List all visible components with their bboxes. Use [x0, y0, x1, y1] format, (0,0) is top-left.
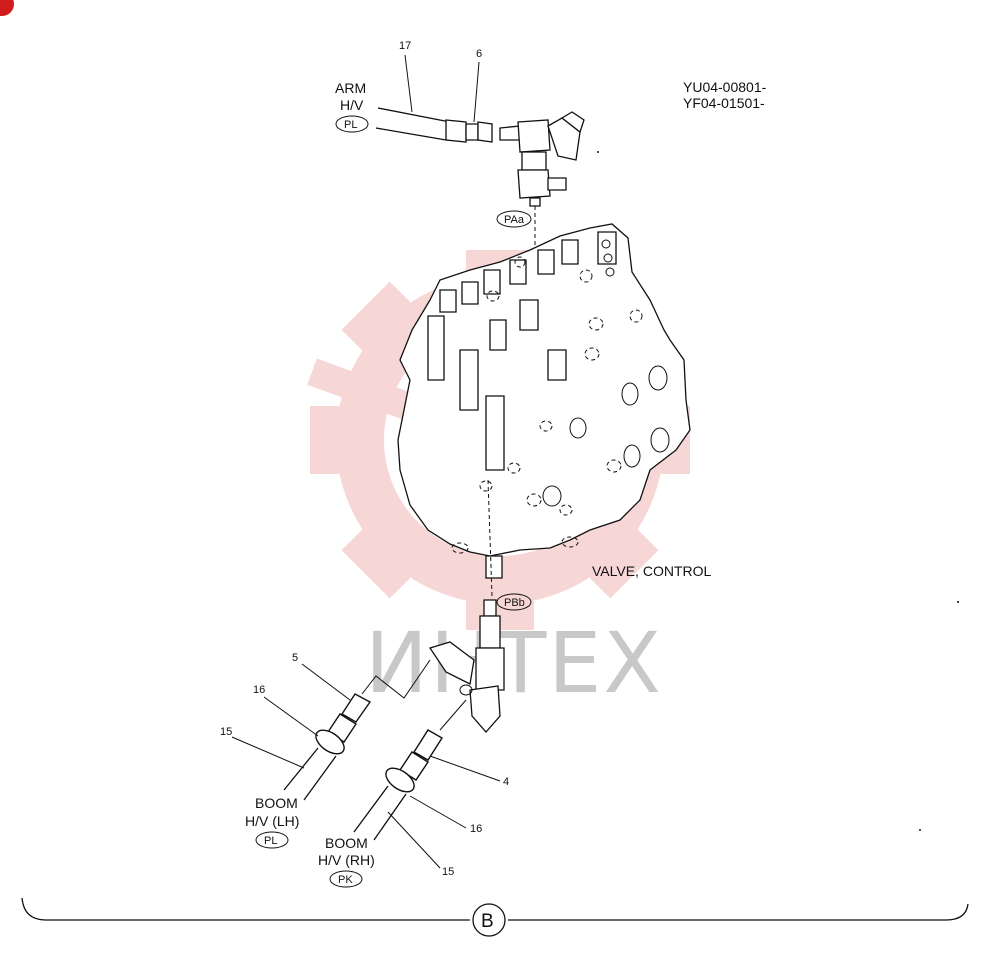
doc-code-1: YU04-00801- — [683, 79, 767, 95]
svg-text:PAa: PAa — [504, 214, 525, 226]
callout-16-rh: 16 — [470, 823, 482, 835]
watermark-text: ИНТЕХ — [365, 614, 663, 712]
callout-5: 5 — [292, 652, 298, 664]
callout-4: 4 — [503, 776, 509, 788]
section-bracket — [21, 897, 969, 937]
arm-label-line2: H/V — [340, 97, 364, 113]
section-marker: B — [481, 911, 494, 932]
svg-text:PL: PL — [264, 835, 277, 847]
control-valve-body — [397, 223, 691, 579]
arm-port-tag: PL — [335, 115, 369, 133]
arm-tee-fitting — [499, 111, 585, 207]
svg-text:PK: PK — [338, 874, 353, 886]
port-tag-PAa: PAa — [496, 210, 532, 228]
boom-lh-hose — [283, 693, 372, 801]
bottom-tee-fitting — [428, 599, 505, 733]
arm-hose — [375, 107, 493, 143]
port-tag-PBb: PBb — [496, 593, 532, 611]
arm-label-line1: ARM — [335, 80, 366, 96]
boom-lh-port-tag: PL — [255, 831, 289, 849]
callout-15-lh: 15 — [220, 726, 232, 738]
svg-text:PBb: PBb — [504, 597, 525, 609]
callout-6: 6 — [476, 48, 482, 60]
boom-rh-hose — [353, 729, 443, 841]
valve-control-label: VALVE, CONTROL — [592, 563, 712, 579]
corner-mark — [0, 0, 14, 16]
callout-15-rh: 15 — [442, 866, 454, 878]
boom-rh-label-line1: BOOM — [325, 835, 368, 851]
boom-lh-label-line1: BOOM — [255, 795, 298, 811]
callout-16-lh: 16 — [253, 684, 265, 696]
boom-rh-label-line2: H/V (RH) — [318, 852, 375, 868]
callout-17: 17 — [399, 40, 411, 52]
svg-text:PL: PL — [344, 119, 357, 131]
doc-code-2: YF04-01501- — [683, 95, 765, 111]
boom-lh-label-line2: H/V (LH) — [245, 813, 299, 829]
boom-rh-port-tag: PK — [329, 870, 363, 888]
